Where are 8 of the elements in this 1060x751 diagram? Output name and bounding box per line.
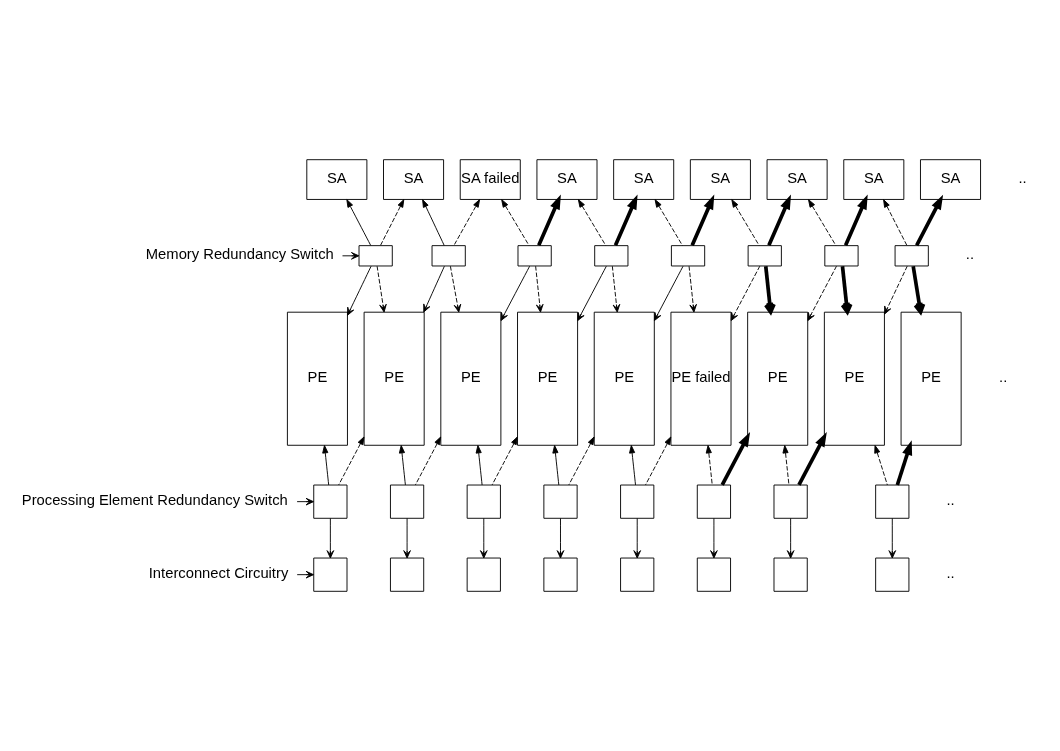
- label: ..: [946, 492, 955, 509]
- label: ..: [946, 565, 955, 582]
- label: ..: [1018, 170, 1027, 187]
- label: ..: [999, 369, 1008, 386]
- label: ..: [965, 246, 975, 263]
- node-text: Interconnect Circuitry: [148, 565, 289, 582]
- node-text: Processing Element Redundancy Switch: [21, 492, 288, 509]
- node-text: Memory Redundancy Switch: [145, 246, 334, 263]
